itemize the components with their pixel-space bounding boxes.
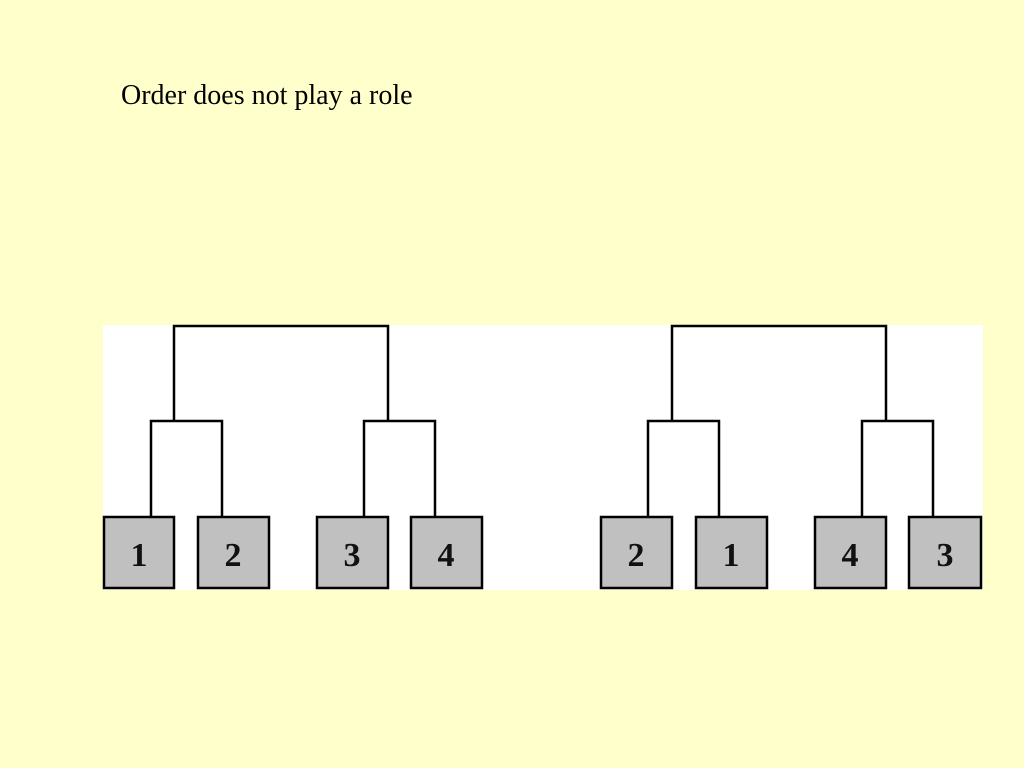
tree-2-right-branch-link xyxy=(860,419,935,517)
tree-1-leaf-2: 2 xyxy=(196,515,271,590)
leaf-label: 4 xyxy=(842,537,859,574)
tree-2-leaf-4: 3 xyxy=(907,515,983,590)
tree-2-links xyxy=(646,324,935,517)
leaf-box xyxy=(102,515,176,590)
leaf-box xyxy=(599,515,674,590)
leaf-box xyxy=(907,515,983,590)
tree-1-leaf-1: 1 xyxy=(102,515,176,590)
leaf-box xyxy=(315,515,390,590)
tree-2-root-link xyxy=(670,324,888,420)
tree-1-leaf-3: 3 xyxy=(315,515,390,590)
leaf-label: 2 xyxy=(225,537,242,574)
tree-1-leaf-4: 4 xyxy=(409,515,484,590)
leaf-label: 3 xyxy=(344,537,361,574)
leaf-box xyxy=(813,515,888,590)
tree-1-root-link xyxy=(172,324,390,420)
leaf-label: 1 xyxy=(723,537,740,574)
leaf-label: 2 xyxy=(628,537,645,574)
tree-1-links xyxy=(149,324,437,517)
slide-title: Order does not play a role xyxy=(121,80,413,111)
leaf-label: 4 xyxy=(438,537,455,574)
tree-2-leaf-1: 2 xyxy=(599,515,674,590)
tree-1-left-branch-link xyxy=(149,419,224,517)
leaf-label: 1 xyxy=(131,537,148,574)
leaf-box xyxy=(196,515,271,590)
tree-2-leaf-3: 4 xyxy=(813,515,888,590)
leaf-label: 3 xyxy=(937,537,954,574)
tree-2-left-branch-link xyxy=(646,419,721,517)
tree-1-right-branch-link xyxy=(362,419,437,517)
leaf-box xyxy=(694,515,769,590)
leaf-box xyxy=(409,515,484,590)
tree-2-leaf-2: 1 xyxy=(694,515,769,590)
